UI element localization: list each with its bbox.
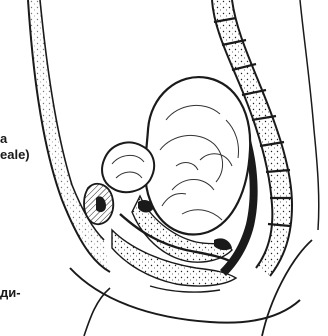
uterine-mass xyxy=(145,77,250,234)
partial-label-top: a xyxy=(0,131,7,147)
partial-label-middle: eale) xyxy=(0,147,30,163)
bladder-mass xyxy=(102,142,154,192)
partial-label-bottom: ди- xyxy=(0,285,21,301)
posterior-tissue xyxy=(300,0,319,230)
abdominal-wall-fill xyxy=(28,0,110,272)
perineum-line xyxy=(150,286,220,292)
